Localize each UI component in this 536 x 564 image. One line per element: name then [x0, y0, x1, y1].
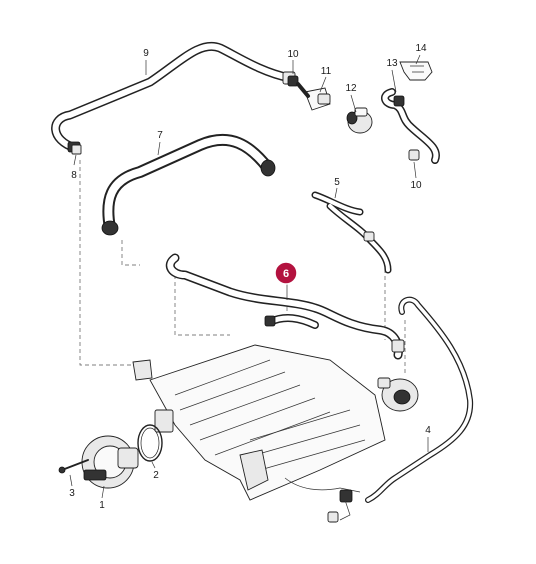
hose-13[interactable] — [381, 88, 440, 164]
gasket-2[interactable] — [137, 424, 163, 462]
throttle-body-1[interactable] — [81, 435, 139, 489]
part-label-4[interactable]: 4 — [425, 425, 431, 436]
hose-5[interactable] — [311, 191, 392, 274]
part-label-13[interactable]: 13 — [386, 58, 398, 69]
part-label-11[interactable]: 11 — [321, 66, 332, 77]
hose-4[interactable] — [365, 296, 474, 503]
hose-7[interactable] — [101, 133, 276, 236]
filter-12[interactable] — [346, 107, 373, 134]
part-label-10-top[interactable]: 10 — [287, 49, 299, 60]
bolt-3[interactable] — [58, 459, 89, 474]
part-label-1[interactable]: 1 — [99, 500, 105, 511]
part-label-12[interactable]: 12 — [345, 83, 357, 94]
hose-6[interactable] — [165, 253, 405, 360]
part-labels: 9 10 11 12 13 14 7 8 5 10 4 2 3 1 — [69, 43, 431, 511]
highlight-badge-label: 6 — [283, 268, 289, 280]
clip-10-top[interactable] — [287, 75, 299, 87]
part-label-5[interactable]: 5 — [334, 177, 340, 188]
intake-manifold[interactable] — [149, 344, 386, 523]
clip-14[interactable] — [399, 61, 433, 81]
part-label-8[interactable]: 8 — [71, 170, 77, 181]
hose-9[interactable] — [51, 41, 296, 153]
part-label-10-bottom[interactable]: 10 — [410, 180, 422, 191]
leader-lines — [69, 54, 429, 499]
part-label-14[interactable]: 14 — [415, 43, 427, 54]
dashed-guide-lines — [79, 160, 406, 375]
part-label-3[interactable]: 3 — [69, 488, 75, 499]
valve-11[interactable] — [296, 82, 331, 111]
part-label-9[interactable]: 9 — [143, 48, 149, 59]
part-label-2[interactable]: 2 — [153, 470, 159, 481]
vacuum-pump[interactable] — [377, 377, 419, 412]
clip-8[interactable] — [71, 144, 82, 155]
sensor-left[interactable] — [132, 359, 153, 381]
highlight-badge-6[interactable]: 6 — [274, 261, 298, 285]
part-label-7[interactable]: 7 — [157, 130, 163, 141]
